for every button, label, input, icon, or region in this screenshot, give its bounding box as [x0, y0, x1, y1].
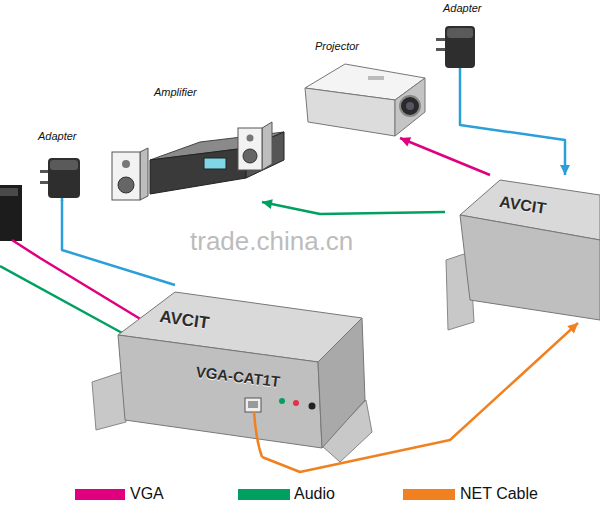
arrow-head — [560, 165, 570, 175]
audio-jack — [309, 403, 316, 410]
adapter-prong — [436, 48, 446, 51]
brand-label: VGA-CAT1T — [195, 363, 281, 390]
device-node: Adapter — [430, 0, 490, 72]
cable-connector — [400, 137, 490, 175]
arrow-head — [400, 137, 411, 146]
legend-swatch — [238, 489, 290, 500]
mounting-ear — [92, 372, 126, 430]
amplifier-illustration — [112, 122, 284, 200]
speaker-front — [112, 152, 140, 200]
adapter-cable — [459, 68, 462, 72]
legend-text: Audio — [294, 485, 335, 503]
adapter-icon — [40, 158, 80, 201]
projector-illustration — [305, 64, 425, 136]
speaker-side — [140, 148, 148, 200]
arrow-head — [262, 199, 273, 209]
rj45-port-inner — [248, 401, 258, 408]
extender-box: AVCIT VGA-CAT1T — [95, 285, 365, 457]
device-label: Adapter — [443, 2, 482, 15]
cable-line — [62, 200, 175, 285]
receiver-illustration — [446, 180, 600, 330]
cable-line — [460, 72, 565, 175]
device-label: Projector — [315, 40, 359, 53]
net-cable-stub — [254, 412, 262, 457]
cable-connector — [62, 200, 175, 285]
device-node: Adapter — [30, 128, 90, 200]
adapter-top — [447, 28, 473, 38]
source-device — [0, 185, 22, 241]
amplifier-display — [204, 158, 226, 169]
transmitter-illustration — [92, 292, 372, 462]
audio-wire — [0, 266, 124, 334]
cable-line — [262, 202, 445, 214]
vga-wire — [12, 240, 142, 320]
source-device-detail — [0, 188, 18, 196]
projector-lens — [400, 96, 420, 116]
box-side — [318, 318, 365, 448]
watermark: trade.china.cn — [190, 226, 353, 257]
cable-line — [400, 138, 490, 175]
projector-side — [395, 78, 425, 136]
speaker-front — [238, 128, 262, 170]
cable-connector — [262, 199, 445, 214]
device-node: Projector — [300, 38, 426, 138]
speaker-woofer — [118, 177, 134, 193]
adapter-body — [445, 26, 475, 68]
brand-label: AVCIT — [158, 307, 210, 333]
adapter-icon — [436, 26, 475, 72]
legend-text: VGA — [130, 485, 164, 503]
adapter-top — [50, 160, 78, 170]
device-label: Adapter — [38, 130, 77, 143]
box-front — [460, 215, 600, 320]
status-led — [279, 398, 285, 404]
adapter-body — [48, 158, 80, 198]
legend-swatch — [75, 489, 125, 500]
extender-box: AVCIT — [445, 175, 600, 323]
cable-connector — [460, 72, 570, 175]
brand-label: AVCIT — [498, 193, 547, 218]
projector-lens-glass — [406, 102, 414, 110]
adapter-prong — [436, 38, 446, 41]
device-node: Amplifier — [108, 84, 284, 202]
projector-front — [305, 88, 395, 136]
projector-vent — [368, 76, 384, 80]
speaker-woofer — [243, 149, 257, 163]
status-led — [293, 400, 299, 406]
speaker-tweeter — [247, 135, 254, 142]
arrow-head — [567, 323, 578, 333]
adapter-cable — [61, 198, 64, 201]
rj45-port — [245, 398, 261, 412]
amplifier-front — [150, 148, 246, 194]
box-front — [118, 335, 322, 448]
legend-text: NET Cable — [460, 485, 538, 503]
legend-swatch — [403, 489, 455, 500]
device-label: Amplifier — [154, 86, 197, 99]
speaker-side — [262, 122, 272, 170]
speaker-tweeter — [122, 160, 130, 168]
